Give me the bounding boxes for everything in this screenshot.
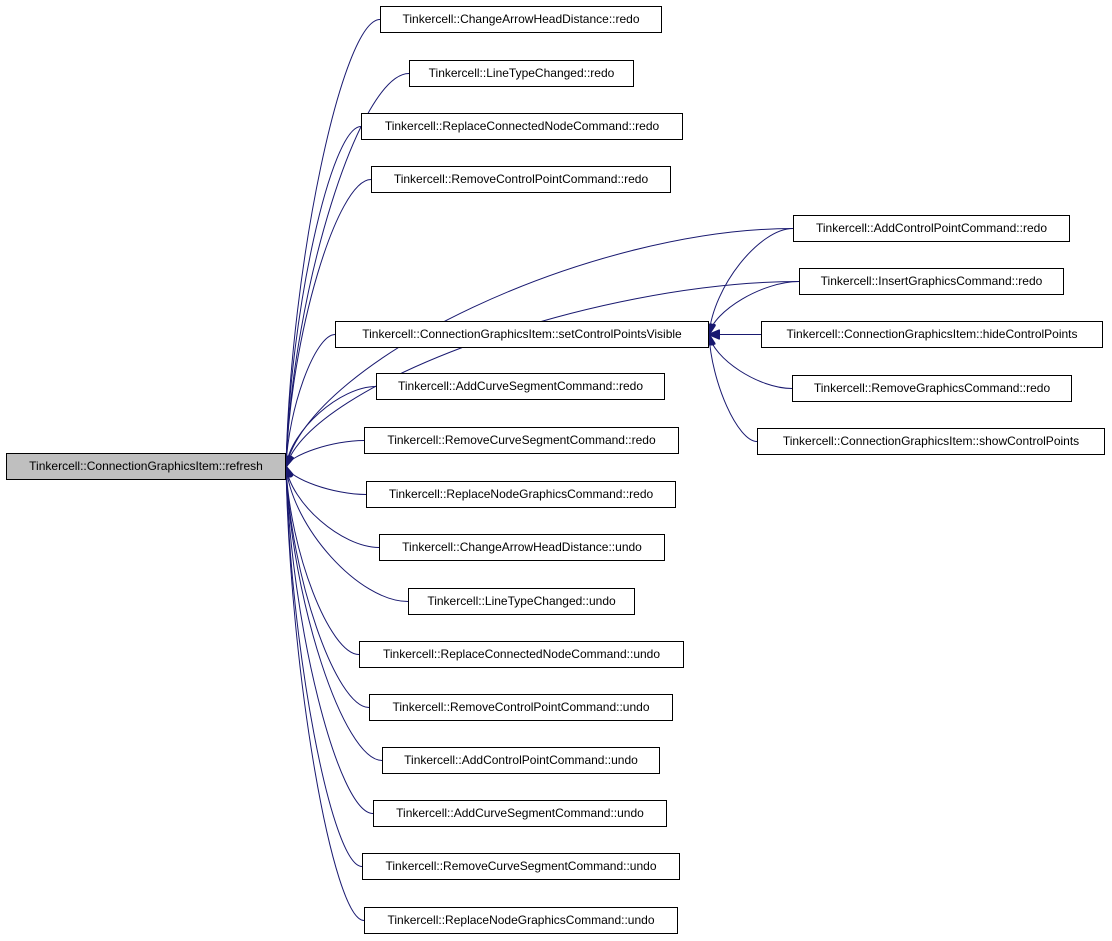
node-add-curve-segment-command-undo[interactable]: Tinkercell::AddCurveSegmentCommand::undo xyxy=(373,800,667,827)
node-replace-node-graphics-command-undo[interactable]: Tinkercell::ReplaceNodeGraphicsCommand::… xyxy=(364,907,678,934)
node-hide-control-points[interactable]: Tinkercell::ConnectionGraphicsItem::hide… xyxy=(761,321,1103,348)
node-replace-connected-node-command-undo[interactable]: Tinkercell::ReplaceConnectedNodeCommand:… xyxy=(359,641,684,668)
node-add-control-point-command-undo[interactable]: Tinkercell::AddControlPointCommand::undo xyxy=(382,747,660,774)
node-remove-curve-segment-command-redo[interactable]: Tinkercell::RemoveCurveSegmentCommand::r… xyxy=(364,427,679,454)
node-line-type-changed-undo[interactable]: Tinkercell::LineTypeChanged::undo xyxy=(408,588,635,615)
edge-c4-to-root xyxy=(286,179,372,467)
edge-c2-to-root xyxy=(286,73,410,467)
edge-c5-to-root xyxy=(286,334,336,467)
node-line-type-changed-redo[interactable]: Tinkercell::LineTypeChanged::redo xyxy=(409,60,634,87)
edge-c14-to-root xyxy=(286,467,374,814)
edge-c15-to-root xyxy=(286,467,363,867)
node-connection-graphics-item-refresh[interactable]: Tinkercell::ConnectionGraphicsItem::refr… xyxy=(6,453,286,480)
node-change-arrow-head-distance-redo[interactable]: Tinkercell::ChangeArrowHeadDistance::red… xyxy=(380,6,662,33)
node-add-curve-segment-command-redo[interactable]: Tinkercell::AddCurveSegmentCommand::redo xyxy=(376,373,665,400)
node-remove-control-point-command-undo[interactable]: Tinkercell::RemoveControlPointCommand::u… xyxy=(369,694,673,721)
node-set-control-points-visible[interactable]: Tinkercell::ConnectionGraphicsItem::setC… xyxy=(335,321,709,348)
edge-c10-to-root xyxy=(286,467,409,602)
node-show-control-points[interactable]: Tinkercell::ConnectionGraphicsItem::show… xyxy=(757,428,1105,455)
node-remove-control-point-command-redo[interactable]: Tinkercell::RemoveControlPointCommand::r… xyxy=(371,166,671,193)
edge-g1-to-c5 xyxy=(709,228,794,335)
node-replace-connected-node-command-redo[interactable]: Tinkercell::ReplaceConnectedNodeCommand:… xyxy=(361,113,683,140)
edge-c7-to-root xyxy=(286,440,365,467)
edge-g2-to-c5 xyxy=(709,281,800,335)
edge-c11-to-root xyxy=(286,467,360,655)
node-replace-node-graphics-command-redo[interactable]: Tinkercell::ReplaceNodeGraphicsCommand::… xyxy=(366,481,676,508)
edge-c1-to-root xyxy=(286,19,381,467)
node-insert-graphics-command-redo[interactable]: Tinkercell::InsertGraphicsCommand::redo xyxy=(799,268,1064,295)
node-change-arrow-head-distance-undo[interactable]: Tinkercell::ChangeArrowHeadDistance::und… xyxy=(379,534,665,561)
edge-c13-to-root xyxy=(286,467,383,761)
edge-c6-to-root xyxy=(286,386,377,467)
edge-c3-to-root xyxy=(286,126,362,467)
edge-c8-to-root xyxy=(286,467,367,495)
edge-c12-to-root xyxy=(286,467,370,708)
edge-c9-to-root xyxy=(286,467,380,548)
edge-g5-to-c5 xyxy=(709,335,758,442)
node-remove-graphics-command-redo[interactable]: Tinkercell::RemoveGraphicsCommand::redo xyxy=(792,375,1072,402)
node-add-control-point-command-redo[interactable]: Tinkercell::AddControlPointCommand::redo xyxy=(793,215,1070,242)
edge-c16-to-root xyxy=(286,467,365,921)
node-remove-curve-segment-command-undo[interactable]: Tinkercell::RemoveCurveSegmentCommand::u… xyxy=(362,853,680,880)
